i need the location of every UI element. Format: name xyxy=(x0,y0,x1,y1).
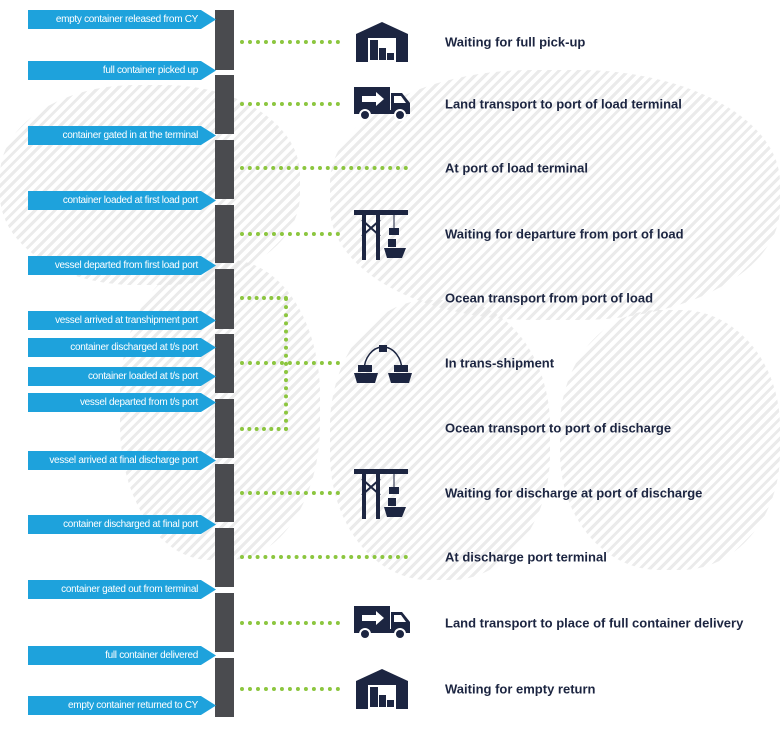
stage-connector xyxy=(240,361,340,365)
ships-icon xyxy=(354,341,412,390)
warehouse-icon xyxy=(354,22,410,67)
event-arrow: empty container returned to CY xyxy=(28,696,216,715)
stage-connector xyxy=(240,555,408,559)
transshipment-connector-top xyxy=(240,296,288,300)
event-arrow: vessel arrived at final discharge port xyxy=(28,451,216,470)
stage-label: Waiting for departure from port of load xyxy=(445,226,684,242)
timeline-bar-segment xyxy=(215,140,234,199)
timeline-bar-segment xyxy=(215,399,234,458)
event-arrow: vessel arrived at transhipment port xyxy=(28,311,216,330)
truck-icon xyxy=(354,87,412,126)
timeline-bar-segment xyxy=(215,205,234,263)
timeline-bar-segment xyxy=(215,528,234,587)
timeline-bar-segment xyxy=(215,10,234,70)
stage-connector xyxy=(240,40,340,44)
stage-connector xyxy=(240,491,340,495)
event-arrow: container loaded at t/s port xyxy=(28,367,216,386)
event-arrow: full container picked up xyxy=(28,61,216,80)
stage-label: Ocean transport to port of discharge xyxy=(445,420,672,436)
event-arrow: container loaded at first load port xyxy=(28,191,216,210)
world-map-background xyxy=(330,300,550,580)
crane-icon xyxy=(354,206,408,267)
world-map-background xyxy=(0,85,300,285)
stage-label: In trans-shipment xyxy=(445,355,555,371)
event-arrow: vessel departed from t/s port xyxy=(28,393,216,412)
stage-label: At discharge port terminal xyxy=(445,549,607,565)
timeline-bar-segment xyxy=(215,464,234,522)
transshipment-connector-bottom xyxy=(240,427,288,431)
stage-label: Waiting for empty return xyxy=(445,681,596,697)
event-arrow: container gated out from terminal xyxy=(28,580,216,599)
stage-label: Land transport to place of full containe… xyxy=(445,615,744,631)
timeline-bar-segment xyxy=(215,334,234,393)
event-arrow: vessel departed from first load port xyxy=(28,256,216,275)
stage-connector xyxy=(240,621,340,625)
stage-connector xyxy=(240,102,340,106)
timeline-bar-segment xyxy=(215,593,234,652)
transshipment-connector xyxy=(284,297,288,431)
stage-label: Waiting for full pick-up xyxy=(445,34,586,50)
warehouse-icon xyxy=(354,669,410,714)
stage-label: Waiting for discharge at port of dischar… xyxy=(445,485,703,501)
event-arrow: container gated in at the terminal xyxy=(28,126,216,145)
stage-connector xyxy=(240,687,340,691)
crane-icon xyxy=(354,465,408,526)
timeline-bar-segment xyxy=(215,75,234,134)
stage-connector xyxy=(240,232,340,236)
event-arrow: container discharged at t/s port xyxy=(28,338,216,357)
stage-label: Ocean transport from port of load xyxy=(445,290,654,306)
timeline-bar-segment xyxy=(215,658,234,717)
event-arrow: full container delivered xyxy=(28,646,216,665)
stage-label: Land transport to port of load terminal xyxy=(445,96,682,112)
stage-label: At port of load terminal xyxy=(445,160,588,176)
timeline-bar-segment xyxy=(215,269,234,329)
event-arrow: empty container released from CY xyxy=(28,10,216,29)
event-arrow: container discharged at final port xyxy=(28,515,216,534)
world-map-background xyxy=(560,310,780,570)
truck-icon xyxy=(354,606,412,645)
stage-connector xyxy=(240,166,408,170)
